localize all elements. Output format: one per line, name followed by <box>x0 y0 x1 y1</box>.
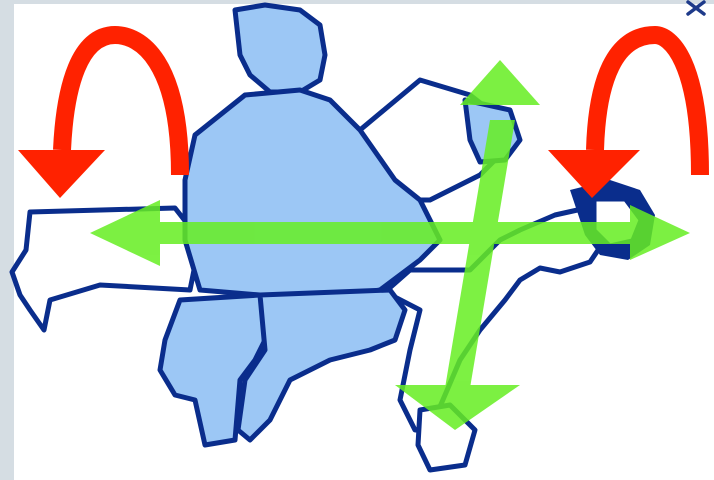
rescuer-leg-right <box>238 290 405 440</box>
rescuer-head <box>235 5 325 92</box>
close-button[interactable] <box>688 0 710 18</box>
